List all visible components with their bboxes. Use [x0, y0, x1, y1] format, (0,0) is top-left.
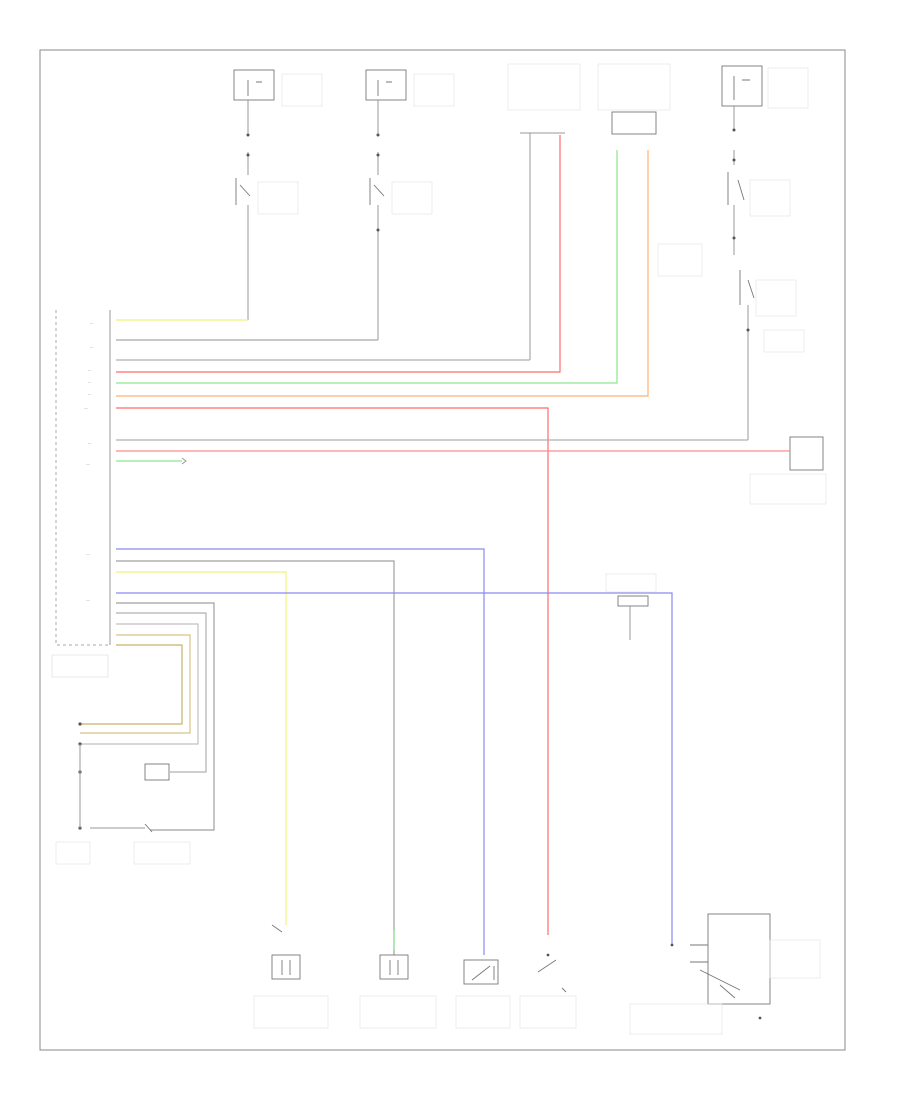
wire-gray-solenoid	[116, 560, 395, 955]
main-module: ······ ······ ······· ······· ········	[51, 310, 111, 678]
wire-red-down	[116, 407, 549, 935]
wire-green-sensor	[116, 150, 618, 384]
svg-text:···: ···	[90, 322, 93, 326]
lockup-switch	[605, 573, 657, 640]
wire-yellow-solenoid	[116, 571, 287, 925]
wire-bundle-right	[116, 439, 790, 465]
solenoid-left	[235, 178, 299, 320]
svg-text:····: ····	[86, 553, 90, 557]
wire-gray-b	[116, 612, 207, 773]
brake-switch	[727, 172, 791, 255]
svg-text:···: ···	[88, 381, 91, 385]
neutral-position-switch	[629, 913, 821, 1035]
svg-text:····: ····	[86, 599, 90, 603]
shift-solenoid-a	[359, 930, 437, 1029]
wire-tan-a	[80, 634, 191, 734]
wire-gray-c	[80, 623, 199, 745]
fuse-left	[233, 69, 323, 175]
wire-bundle-top	[116, 135, 649, 935]
solenoid-mid	[369, 178, 433, 340]
wire-blue-neutral	[116, 592, 673, 945]
pressure-sensor-2	[597, 63, 671, 135]
pressure-sensor-1	[507, 63, 581, 360]
diagram-frame	[39, 49, 846, 1051]
wire-tan-b	[80, 644, 183, 725]
wire-gray-a	[116, 602, 215, 831]
pressure-switch	[519, 953, 577, 1029]
stop-lamp-switch	[749, 436, 827, 505]
connector-bottom-left	[55, 722, 191, 865]
shift-solenoid-b	[455, 959, 511, 1029]
wire-bundle-bottom	[80, 548, 673, 955]
ignition-switch	[657, 243, 703, 277]
svg-text:···: ···	[88, 393, 91, 397]
svg-text:···: ···	[90, 346, 93, 350]
shift-lock-solenoid	[253, 924, 329, 1029]
svg-text:····: ····	[86, 463, 90, 467]
wire-orange-sensor	[116, 150, 649, 397]
svg-text:····: ····	[84, 407, 88, 411]
svg-text:···: ···	[88, 442, 91, 446]
relay-right	[739, 270, 805, 440]
svg-text:···: ···	[88, 369, 91, 373]
wire-red-sensor	[116, 135, 561, 373]
fuse-mid	[365, 69, 455, 175]
wire-blue-pressure	[116, 548, 485, 955]
junction-fuse-right	[721, 65, 809, 165]
